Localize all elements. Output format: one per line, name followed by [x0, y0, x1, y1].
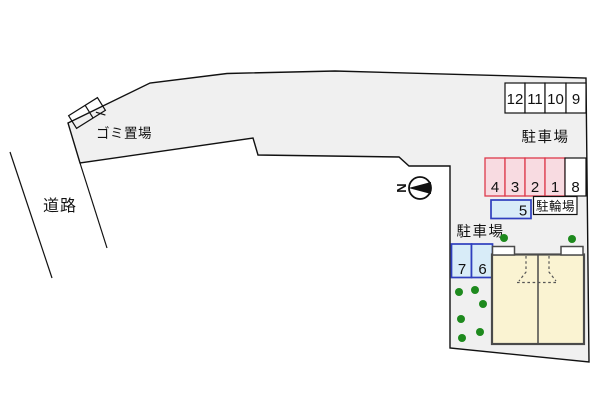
lower-parking-label: 駐車場	[457, 224, 505, 241]
tree-dot	[476, 328, 484, 336]
space-number-10: 10	[547, 91, 564, 108]
tree-dot	[455, 288, 463, 296]
parking-space-9	[565, 82, 587, 114]
middle-parking-row: 4 3 2 1 8	[484, 157, 587, 197]
space-number-3: 3	[511, 179, 519, 196]
parking-space-5-group: 5	[490, 199, 532, 220]
building-porch-left	[491, 245, 516, 256]
garbage-box-rect	[67, 96, 107, 130]
tree-dot	[500, 234, 508, 242]
upper-parking-label: 駐車場	[522, 129, 570, 146]
space-number-1: 1	[551, 179, 559, 196]
entrance-dashed-path-left	[518, 256, 527, 282]
tree-dot	[479, 300, 487, 308]
parking-space-5	[490, 199, 532, 220]
space-number-4: 4	[491, 179, 499, 196]
bicycle-parking-label: 駐輪場	[536, 199, 575, 214]
building-porch-right	[560, 245, 584, 256]
garbage-box-divider	[84, 104, 94, 119]
upper-parking-row: 12 11 10 9	[504, 82, 587, 114]
tree-dot	[458, 334, 466, 342]
space-number-5: 5	[519, 203, 527, 220]
space-number-12: 12	[507, 91, 524, 108]
space-number-11: 11	[527, 91, 543, 108]
tree-dot	[457, 315, 465, 323]
bicycle-parking-box: 駐輪場	[532, 195, 578, 216]
tree-dots	[455, 234, 576, 342]
north-label: N	[394, 183, 409, 192]
lower-parking-pair: 7 6	[450, 243, 494, 279]
space-number-6: 6	[478, 261, 486, 278]
entrance-dashed-path-right	[548, 256, 557, 282]
space-number-9: 9	[572, 91, 580, 108]
north-indicator: N	[394, 176, 432, 200]
space-number-8: 8	[571, 179, 579, 196]
site-road-boundary-line	[79, 162, 108, 249]
tree-dot	[568, 235, 576, 243]
north-arrow-icon	[408, 182, 431, 194]
road-label: 道路	[43, 197, 77, 215]
garbage-box	[67, 96, 107, 130]
space-number-7: 7	[458, 261, 466, 278]
garbage-box-door-mark	[95, 111, 106, 116]
tree-dot	[471, 286, 479, 294]
road-edge-line	[9, 151, 53, 279]
garbage-label: ゴミ置場	[96, 125, 152, 141]
space-number-2: 2	[531, 179, 539, 196]
bicycle-parking-rect	[532, 195, 578, 216]
building	[490, 245, 586, 346]
